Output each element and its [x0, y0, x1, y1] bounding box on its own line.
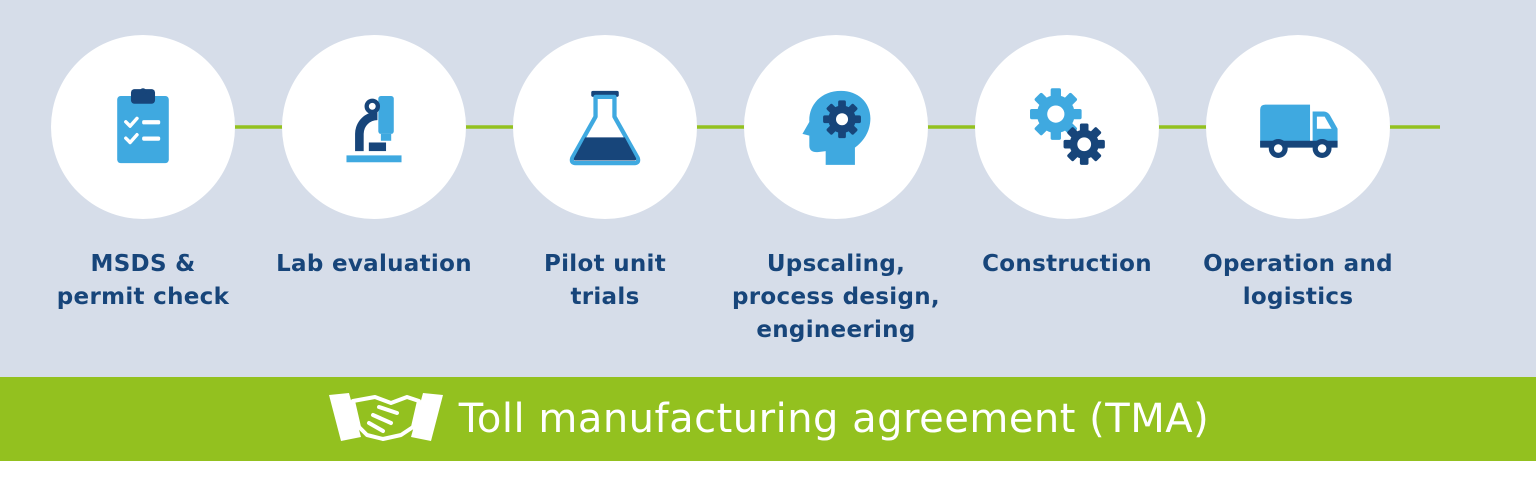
step-circle: [744, 35, 928, 219]
step-msds-permit-check: MSDS & permit check: [33, 0, 253, 377]
step-circle: [282, 35, 466, 219]
microscope-icon: [346, 96, 402, 163]
step-label: Pilot unit trials: [543, 251, 667, 310]
step-label: Lab evaluation: [276, 251, 472, 277]
step-label: Operation and logistics: [1203, 251, 1393, 310]
step-circle: [1206, 35, 1390, 219]
gears-icon: [1030, 88, 1105, 165]
step-label: Upscaling, process design, engineering: [732, 251, 940, 343]
step-label: Construction: [982, 251, 1152, 277]
head-gear-icon: [802, 90, 871, 165]
banner-title: Toll manufacturing agreement (TMA): [458, 396, 1210, 442]
tma-banner: Toll manufacturing agreement (TMA): [0, 377, 1536, 461]
banner-content: Toll manufacturing agreement (TMA): [0, 377, 1536, 461]
step-construction: Construction: [957, 0, 1177, 377]
clipboard-checklist-icon: [117, 88, 169, 164]
step-operation-and-logistics: Operation and logistics: [1188, 0, 1408, 377]
handshake-icon: [328, 393, 443, 441]
step-lab-evaluation: Lab evaluation: [264, 0, 484, 377]
step-upscaling-process-design-engineering: Upscaling, process design, engineering: [726, 0, 946, 377]
step-circle: [975, 35, 1159, 219]
van-icon: [1260, 104, 1338, 158]
step-pilot-unit-trials: Pilot unit trials: [495, 0, 715, 377]
flask-icon: [569, 90, 641, 166]
step-circle: [51, 35, 235, 219]
step-circle: [513, 35, 697, 219]
step-label: MSDS & permit check: [56, 251, 230, 310]
